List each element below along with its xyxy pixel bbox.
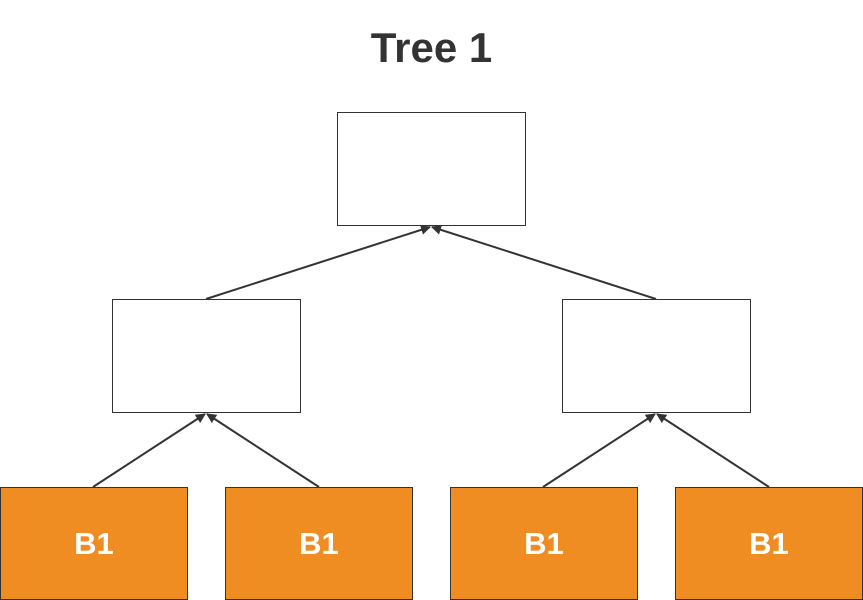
edge-right-to-root (431, 224, 657, 300)
diagram-title: Tree 1 (370, 24, 493, 71)
leaf-label: B1 (749, 525, 789, 561)
internal-node-right (562, 299, 751, 413)
leaf-node-2: B1 (225, 487, 413, 600)
leaf-label: B1 (299, 525, 339, 561)
leaf-label: B1 (74, 525, 114, 561)
root-node (337, 112, 526, 226)
edge-leaf2-to-left (206, 413, 320, 488)
leaf-node-3: B1 (450, 487, 638, 600)
internal-node-left (112, 299, 301, 413)
leaf-label: B1 (524, 525, 564, 561)
edge-leaf3-to-right (542, 413, 656, 488)
edge-left-to-root (205, 224, 431, 300)
leaf-node-4: B1 (675, 487, 863, 600)
edge-leaf1-to-left (92, 413, 206, 488)
edge-leaf4-to-right (656, 413, 770, 488)
leaf-node-1: B1 (0, 487, 188, 600)
